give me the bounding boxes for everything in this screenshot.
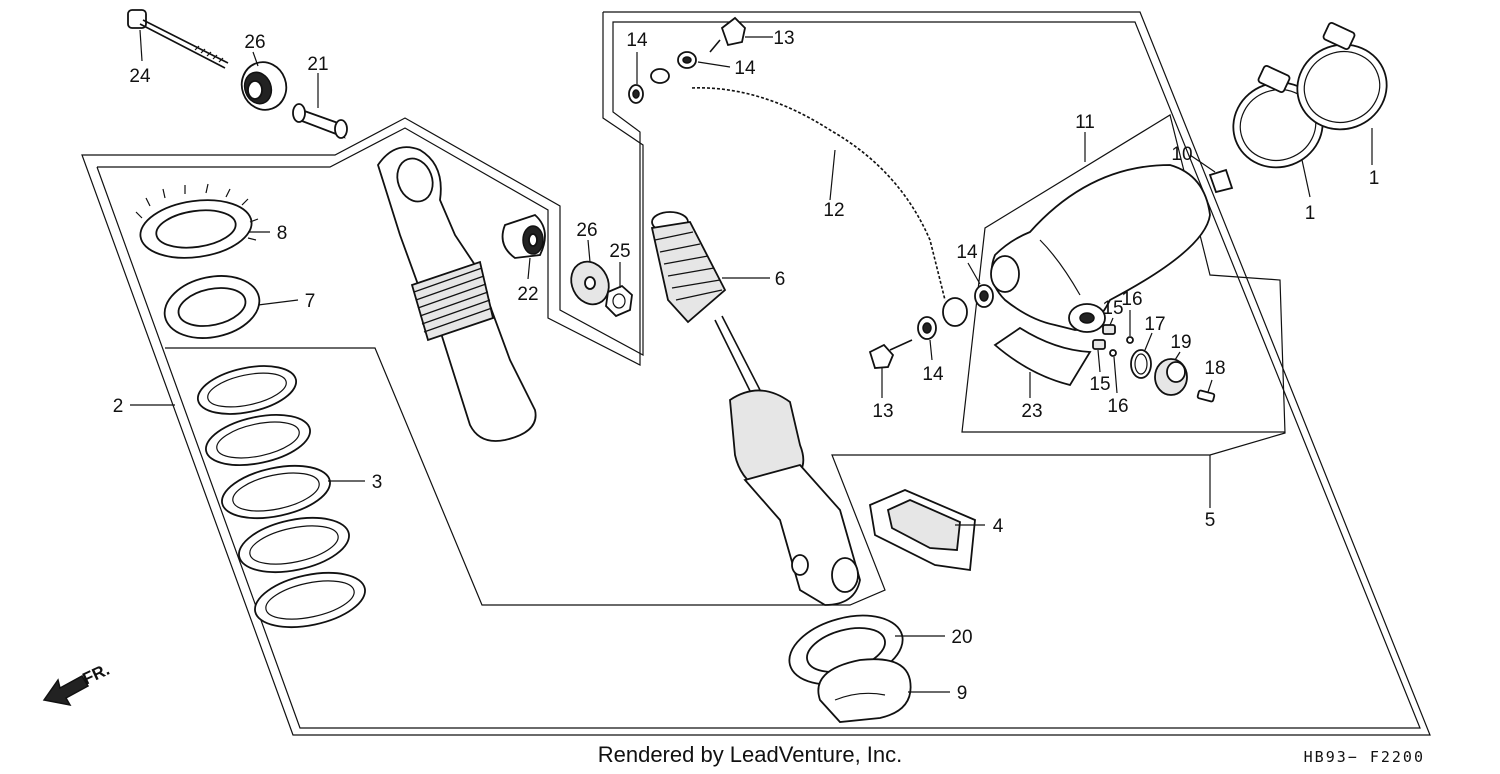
callout-1-front: 1 [1305,203,1316,224]
clamp-1-rear[interactable] [1285,22,1398,142]
callout-13-lower: 13 [872,401,893,422]
callout-16-b: 16 [1107,396,1128,417]
washer-14-b[interactable] [677,51,697,69]
callout-14-b: 14 [734,58,756,79]
cover-23[interactable] [993,326,1092,387]
callout-26-left: 26 [244,32,265,53]
callout-22: 22 [517,284,538,305]
bump-rubber-9[interactable] [817,658,912,723]
callout-25: 25 [609,241,630,262]
hose-12[interactable] [650,68,968,327]
callout-12: 12 [823,200,844,221]
callout-4: 4 [993,516,1004,537]
screw-18[interactable] [1196,389,1216,403]
valve-cap-10[interactable] [1208,168,1234,194]
callout-7: 7 [305,291,316,312]
callout-26-right: 26 [576,220,597,241]
washer-14-a[interactable] [628,84,644,104]
damper-lower-body[interactable] [729,389,861,606]
footer-credit: Rendered by LeadVenture, Inc. [598,742,903,767]
spring-3[interactable] [194,358,370,636]
front-direction-arrow-icon: FR. [42,660,113,707]
callout-14-c: 14 [956,242,978,263]
bearing-26-left[interactable] [235,56,293,116]
screw-15-a[interactable] [1102,324,1116,335]
callout-6: 6 [775,269,786,290]
callouts: 24 26 21 22 26 25 8 7 2 3 6 4 20 9 5 11 … [113,28,1380,704]
callout-8: 8 [277,223,288,244]
damper-rod-6[interactable] [650,211,761,396]
guard-4[interactable] [868,489,976,572]
leader-lines [130,29,1373,693]
callout-13-top: 13 [773,28,794,49]
shock-body[interactable] [377,146,537,442]
group-outline-shock-assembly [81,11,1431,736]
o-ring-17[interactable] [1130,349,1152,379]
group-outline-damper [165,114,1286,606]
screw-15-b[interactable] [1092,339,1106,350]
washer-14-c[interactable] [974,284,994,308]
o-ring-16-a[interactable] [1126,336,1134,344]
reservoir-11[interactable] [990,164,1211,333]
callout-20: 20 [951,627,972,648]
callout-2: 2 [113,396,124,417]
collar-21[interactable] [292,103,348,139]
group-outline-spring-set [96,21,1421,729]
callout-18: 18 [1204,358,1225,379]
callout-16-a: 16 [1121,289,1142,310]
bushing-22[interactable] [501,213,546,259]
adjuster-nut-7[interactable] [159,268,265,347]
callout-14-a: 14 [626,30,648,51]
callout-21: 21 [307,54,328,75]
callout-10: 10 [1171,144,1192,165]
locknut-8[interactable] [135,183,259,265]
adjuster-knob-19[interactable] [1154,358,1188,396]
callout-1-rear: 1 [1369,168,1380,189]
callout-9: 9 [957,683,968,704]
drawing-code: HB93− F2200 [1304,748,1425,766]
callout-5: 5 [1205,510,1216,531]
callout-15-b: 15 [1089,374,1110,395]
callout-24: 24 [129,66,151,87]
washer-26-right[interactable] [564,255,615,310]
o-ring-16-b[interactable] [1109,349,1117,357]
callout-14-d: 14 [922,364,944,385]
callout-19: 19 [1170,332,1191,353]
nut-25[interactable] [605,284,633,318]
bolt-24[interactable] [127,9,229,69]
washer-14-d[interactable] [917,316,937,340]
callout-3: 3 [372,472,383,493]
callout-11: 11 [1075,112,1095,133]
bolt-13-top[interactable] [709,16,746,53]
callout-15-a: 15 [1102,298,1123,319]
callout-17: 17 [1144,314,1165,335]
bolt-13-lower[interactable] [868,339,913,369]
callout-23: 23 [1021,401,1042,422]
